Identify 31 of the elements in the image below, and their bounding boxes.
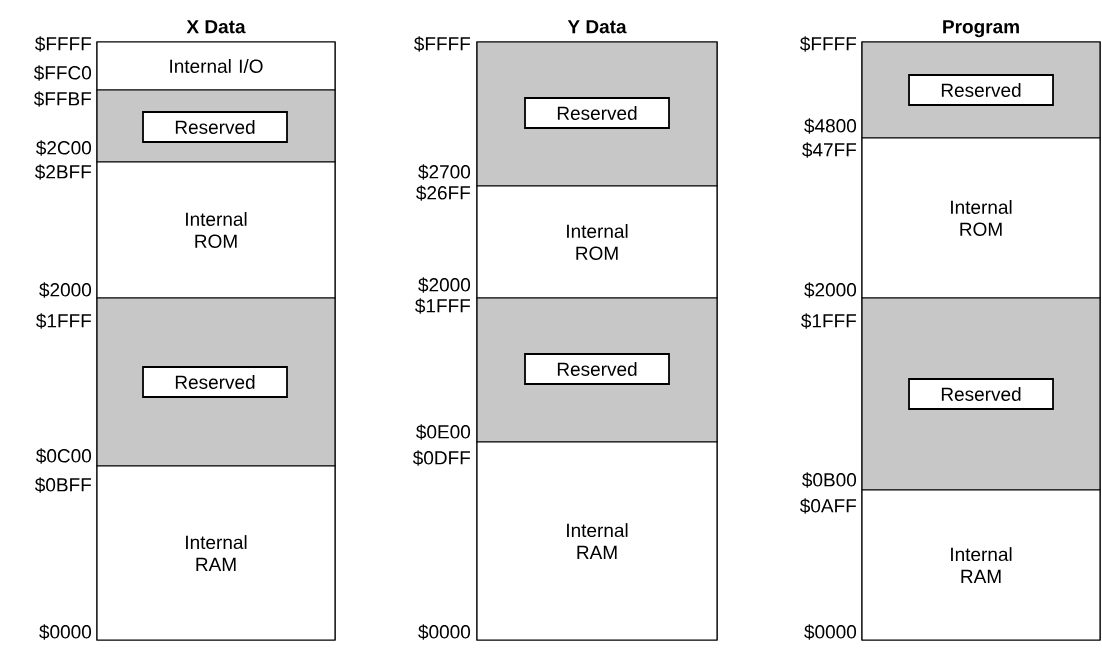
address-label: $2C00 [36,140,92,156]
address-label: $2700 [418,164,471,180]
reserved-region [861,297,1101,491]
node-label: X Data [186,20,246,34]
memory-region: Internal ROM [476,185,718,299]
memory-region: Internal I/O [96,41,336,91]
reserved-label-box: Reserved [908,378,1054,410]
memory-region: Internal ROM [96,161,336,299]
address-label: $0E00 [416,424,471,440]
reserved-label-box: Reserved [908,74,1054,106]
address-label: $2BFF [35,164,92,180]
memory-region: Internal RAM [476,441,718,641]
node-label: Y Data [567,20,627,34]
address-label: $FFBF [33,91,92,107]
node-label: Program [943,20,1019,38]
reserved-label-box: Reserved [524,97,670,129]
address-label: $FFFF [414,36,471,52]
address-label: $0B00 [802,472,857,488]
address-label: $1FFF [801,313,857,329]
memory-region: Internal RAM [861,489,1101,641]
memory-region: Internal ROM [861,137,1101,299]
address-label: $FFFF [35,36,92,52]
memory-region: Internal RAM [96,465,336,641]
reserved-label-box: Reserved [142,111,288,143]
address-label: $4800 [804,118,857,134]
address-label: $1FFF [415,298,471,314]
address-label: $1FFF [36,313,92,329]
reserved-label-box: Reserved [142,366,288,398]
address-label: $0C00 [36,448,92,464]
address-label: $FFFF [800,36,857,52]
reserved-label-box: Reserved [524,353,670,385]
